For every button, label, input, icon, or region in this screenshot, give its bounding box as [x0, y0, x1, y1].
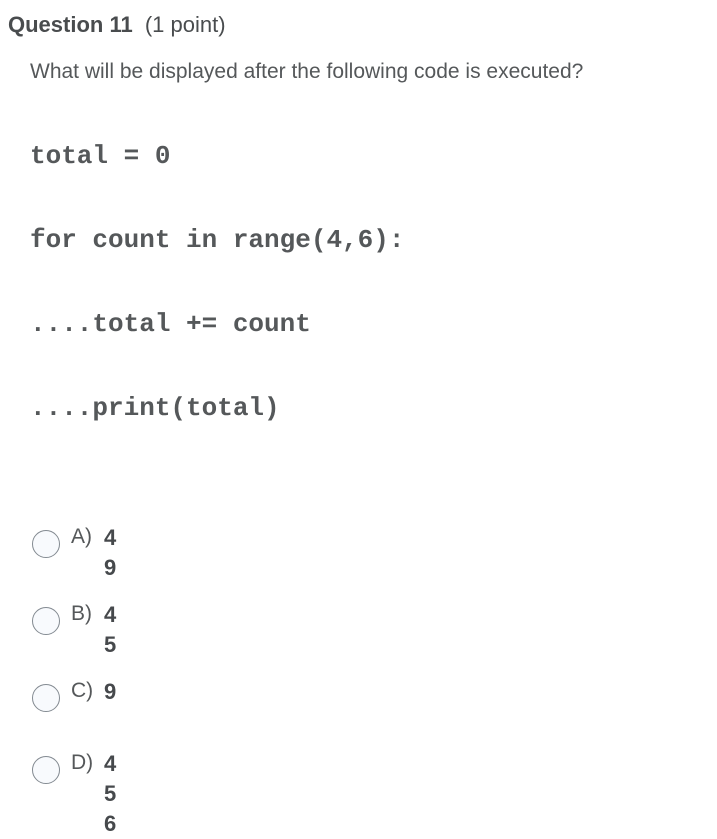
code-line: ....print(total) — [30, 393, 280, 423]
option-c-answer: 9 — [104, 676, 116, 707]
code-line: ....total += count — [30, 309, 311, 339]
code-line: total = 0 — [30, 141, 171, 171]
question-body: What will be displayed after the followi… — [30, 58, 717, 839]
question-header: Question 11 (1 point) — [8, 10, 717, 40]
option-c: C) 9 — [30, 676, 717, 732]
answer-line: 5 — [104, 781, 117, 806]
answer-line: 4 — [104, 602, 117, 627]
option-b-answer: 4 5 — [104, 599, 116, 660]
code-line: for count in range(4,6): — [30, 225, 405, 255]
answer-line: 9 — [104, 679, 117, 704]
radio-button-option-b[interactable] — [32, 607, 60, 635]
option-b: B) 4 5 — [30, 599, 717, 660]
answer-options: A) 4 9 B) 4 5 C) 9 — [30, 522, 717, 839]
answer-line: 4 — [104, 751, 117, 776]
option-d: D) 4 5 6 — [30, 748, 717, 839]
points-label: (1 point) — [144, 12, 226, 37]
answer-line: 9 — [104, 555, 117, 580]
code-block: total = 0 for count in range(4,6): ....t… — [30, 86, 717, 478]
option-a-answer: 4 9 — [104, 522, 116, 583]
option-a: A) 4 9 — [30, 522, 717, 583]
question-number: Question 11 — [8, 12, 133, 37]
radio-button-option-a[interactable] — [32, 530, 60, 558]
answer-line: 5 — [104, 632, 117, 657]
option-b-label[interactable]: B) — [71, 602, 92, 625]
question-prompt: What will be displayed after the followi… — [30, 60, 584, 83]
option-d-answer: 4 5 6 — [104, 748, 116, 839]
option-d-label[interactable]: D) — [71, 751, 94, 774]
answer-line: 4 — [104, 525, 117, 550]
option-c-label[interactable]: C) — [71, 679, 94, 702]
answer-line: 6 — [104, 811, 117, 836]
radio-button-option-c[interactable] — [32, 684, 60, 712]
radio-button-option-d[interactable] — [32, 756, 60, 784]
option-a-label[interactable]: A) — [71, 525, 92, 548]
